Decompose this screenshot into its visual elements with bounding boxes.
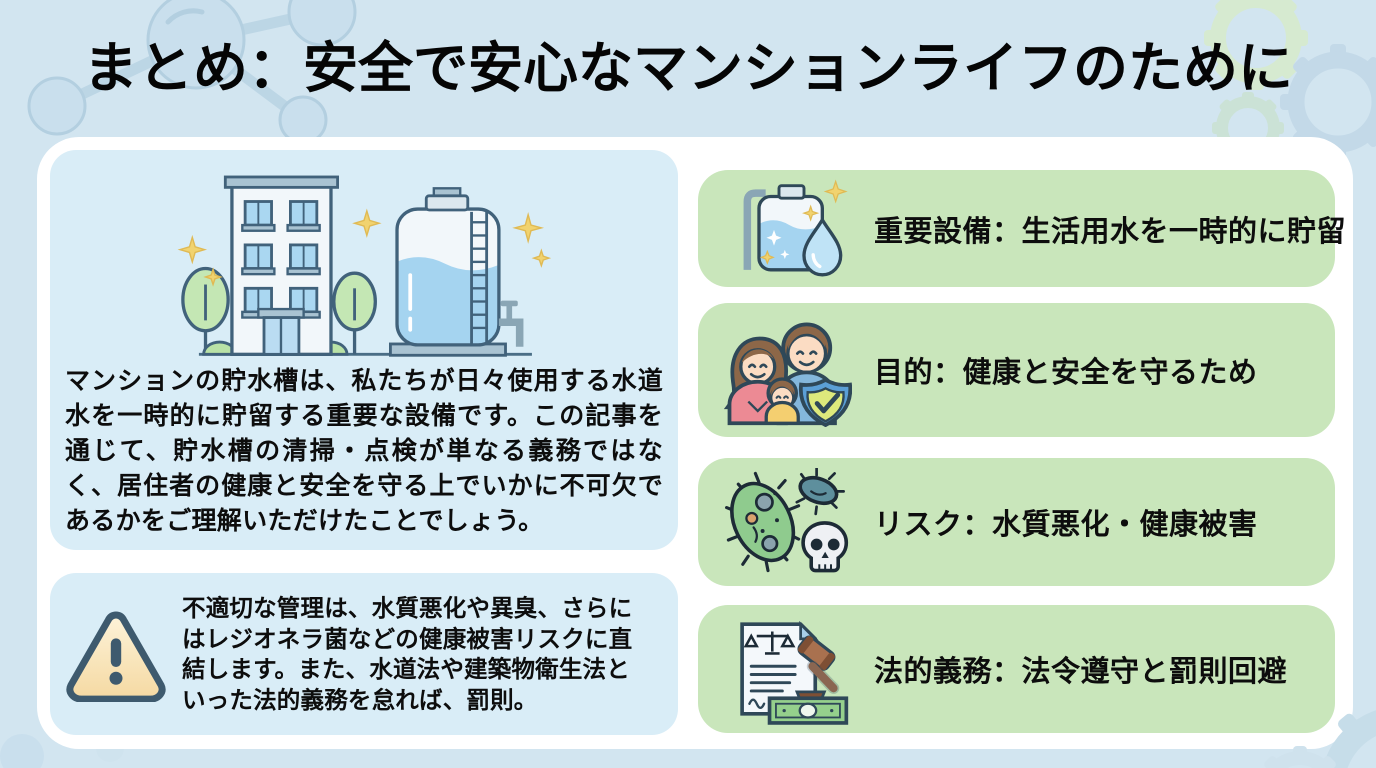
molecule-decoration (27, 0, 357, 145)
key-point-card-equipment: 重要設備：生活用水を一時的に貯留 (698, 170, 1346, 287)
key-point-label: 目的：健康と安全を守るため (874, 357, 1258, 389)
water-tank-droplet-icon (698, 178, 874, 280)
bacteria-skull-icon (698, 468, 874, 576)
family-shield-icon (698, 314, 874, 427)
warning-triangle-icon (50, 606, 182, 702)
key-point-label: リスク：水質悪化・健康被害 (874, 509, 1258, 541)
key-point-card-risk: リスク：水質悪化・健康被害 (698, 458, 1335, 586)
key-point-card-purpose: 目的：健康と安全を守るため (698, 303, 1335, 437)
building-and-water-tank-illustration (50, 150, 678, 362)
key-point-label: 法的義務：法令遵守と罰則回避 (874, 656, 1288, 688)
summary-paragraph: マンションの貯水槽は、私たちが日々使用する水道水を一時的に貯留する重要な設備です… (65, 367, 663, 535)
key-point-card-legal: 法的義務：法令遵守と罰則回避 (698, 605, 1335, 733)
legal-document-gavel-icon (698, 613, 874, 725)
warning-card: 不適切な管理は、水質悪化や異臭、さらにはレジオネラ菌などの健康被害リスクに直結し… (50, 573, 678, 735)
summary-card: マンションの貯水槽は、私たちが日々使用する水道水を一時的に貯留する重要な設備です… (50, 150, 678, 550)
warning-text: 不適切な管理は、水質悪化や異臭、さらにはレジオネラ菌などの健康被害リスクに直結し… (182, 595, 633, 713)
gears-decoration-top-right (1204, 0, 1376, 164)
key-point-label: 重要設備：生活用水を一時的に貯留 (874, 215, 1347, 248)
page-title: まとめ：安全で安心なマンションライフのために (82, 37, 1293, 99)
